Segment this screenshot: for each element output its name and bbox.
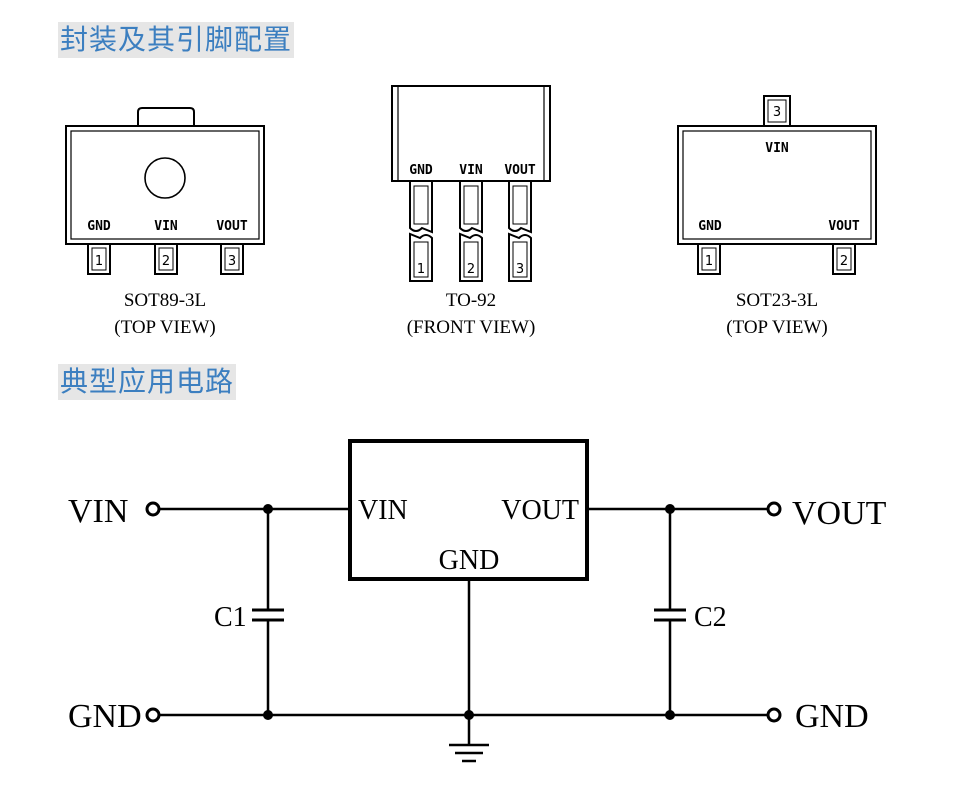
ground-symbol-icon bbox=[449, 743, 489, 763]
junction-dot bbox=[464, 710, 474, 720]
circuit-vout-label: VOUT bbox=[792, 495, 887, 532]
circuit-gnd-right-label: GND bbox=[795, 698, 869, 735]
sot89-view-label: (TOP VIEW) bbox=[114, 317, 216, 338]
sot89-pin-label-gnd: GND bbox=[87, 219, 111, 234]
junction-dot bbox=[665, 710, 675, 720]
sot23-body-inner bbox=[682, 130, 872, 240]
gnd-left-terminal bbox=[145, 707, 161, 723]
junction-dot bbox=[665, 504, 675, 514]
circuit-gnd-left-label: GND bbox=[68, 698, 142, 735]
ic-gnd-label: GND bbox=[439, 545, 500, 576]
sot23-pin-label-vout: VOUT bbox=[828, 219, 859, 234]
to92-pin-label-vin: VIN bbox=[459, 163, 483, 178]
to92-package bbox=[391, 85, 551, 282]
sot23-view-label: (TOP VIEW) bbox=[726, 317, 828, 338]
circuit-vin-label: VIN bbox=[68, 493, 128, 530]
sot89-pin-number-1: 1 bbox=[95, 254, 103, 269]
sot89-pin-number-3: 3 bbox=[228, 254, 236, 269]
section-title-package: 封装及其引脚配置 bbox=[58, 22, 295, 58]
sot23-package bbox=[677, 95, 877, 275]
sot23-pin-label-vin: VIN bbox=[765, 141, 789, 156]
to92-lead-1 bbox=[409, 181, 433, 282]
sot23-body-outer bbox=[677, 125, 877, 245]
vout-terminal bbox=[766, 501, 782, 517]
sot89-pin-3 bbox=[220, 243, 244, 275]
sot89-body-inner bbox=[70, 130, 260, 240]
to92-pin-number-1: 1 bbox=[417, 262, 425, 277]
application-circuit bbox=[145, 439, 782, 763]
ic-vin-label: VIN bbox=[358, 495, 408, 526]
sot89-pin-2 bbox=[154, 243, 178, 275]
to92-lead-3 bbox=[508, 181, 532, 282]
sot89-pin-label-vin: VIN bbox=[154, 219, 178, 234]
to92-view-label: (FRONT VIEW) bbox=[407, 317, 536, 338]
sot23-pin-label-gnd: GND bbox=[698, 219, 722, 234]
sot23-package-name: SOT23-3L bbox=[736, 290, 818, 311]
junction-dot bbox=[263, 504, 273, 514]
sot23-pin-number-2: 2 bbox=[840, 254, 848, 269]
c2-label: C2 bbox=[694, 602, 727, 633]
sot89-pin-1 bbox=[87, 243, 111, 275]
to92-pin-number-2: 2 bbox=[467, 262, 475, 277]
to92-pin-label-vout: VOUT bbox=[504, 163, 535, 178]
section-title-circuit: 典型应用电路 bbox=[58, 364, 237, 400]
sot89-package-name: SOT89-3L bbox=[124, 290, 206, 311]
to92-pin-number-3: 3 bbox=[516, 262, 524, 277]
sot89-mark-circle bbox=[144, 157, 186, 199]
c1-label: C1 bbox=[214, 602, 247, 633]
junction-dot bbox=[263, 710, 273, 720]
sot23-pin-number-3: 3 bbox=[773, 105, 781, 120]
to92-pin-label-gnd: GND bbox=[409, 163, 433, 178]
ic-vout-label: VOUT bbox=[501, 495, 579, 526]
vin-terminal bbox=[145, 501, 161, 517]
sot89-pin-label-vout: VOUT bbox=[216, 219, 247, 234]
to92-lead-2 bbox=[459, 181, 483, 282]
gnd-right-terminal bbox=[766, 707, 782, 723]
sot89-tab bbox=[137, 107, 195, 126]
sot23-pin-2 bbox=[832, 243, 856, 275]
sot89-pin-number-2: 2 bbox=[162, 254, 170, 269]
sot89-package bbox=[65, 107, 265, 275]
sot23-pin-number-1: 1 bbox=[705, 254, 713, 269]
to92-body-outer bbox=[391, 85, 551, 182]
to92-package-name: TO-92 bbox=[446, 290, 496, 311]
sot23-pin-1 bbox=[697, 243, 721, 275]
